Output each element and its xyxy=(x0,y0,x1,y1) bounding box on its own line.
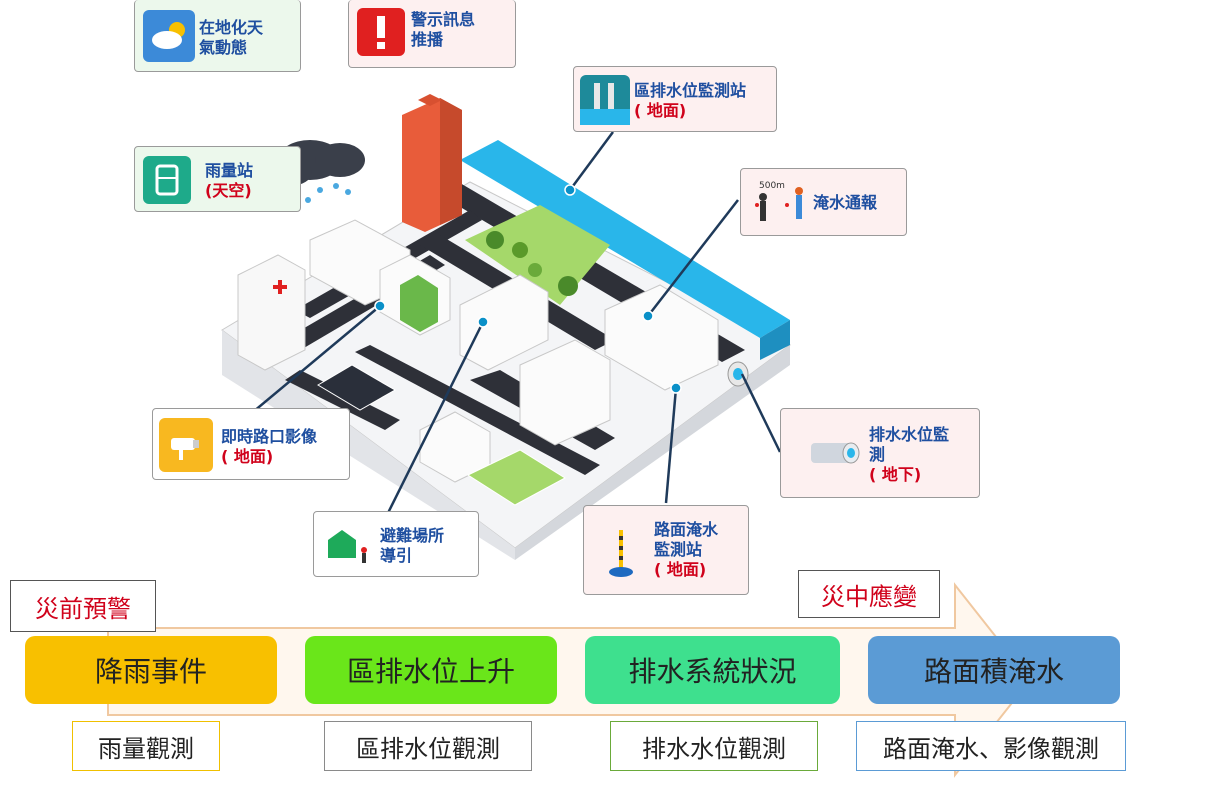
road-flood-line1: 路面淹水 xyxy=(654,520,719,539)
cctv-camera-icon xyxy=(159,418,213,472)
road-flood-line3: ( 地面) xyxy=(654,560,707,579)
district-water-line1: 區排水位監測站 xyxy=(634,81,747,100)
sensor-points xyxy=(374,184,682,394)
alert-exclamation-icon xyxy=(357,8,405,56)
district-water-callout: 區排水位監測站 ( 地面) xyxy=(573,66,777,132)
stage-road-flooding: 路面積淹水 xyxy=(868,636,1120,704)
obs-drain-water: 排水水位觀測 xyxy=(610,721,818,771)
flood-report-distance-tag: 500m xyxy=(759,181,785,191)
stage-district-water-rise: 區排水位上升 xyxy=(305,636,557,704)
weather-line2: 氣動態 xyxy=(199,38,248,57)
rain-gauge-icon xyxy=(143,156,191,204)
drain-level-line1: 排水水位監 xyxy=(869,425,950,444)
alert-line2: 推播 xyxy=(411,30,444,49)
smart-city-illustration xyxy=(221,94,791,560)
drain-level-line3: ( 地下) xyxy=(869,465,922,484)
drain-pipe-icon xyxy=(807,433,863,473)
weather-cloud-sun-icon xyxy=(143,10,195,62)
water-level-station-icon xyxy=(580,75,630,125)
shelter-line2: 導引 xyxy=(380,546,413,565)
road-flood-gauge-icon xyxy=(606,526,636,582)
green-building xyxy=(400,275,438,332)
shelter-line1: 避難場所 xyxy=(380,526,445,545)
park xyxy=(465,205,610,305)
cctv-line2: ( 地面) xyxy=(221,447,274,466)
river xyxy=(460,140,790,360)
white-buildings xyxy=(309,219,719,483)
flood-report-people-icon xyxy=(749,179,811,229)
shelter-house-icon xyxy=(324,524,374,568)
hospital-building xyxy=(237,254,306,371)
drain-pipe xyxy=(727,361,749,387)
flood-report-callout: 500m 淹水通報 xyxy=(740,168,907,236)
alert-line1: 警示訊息 xyxy=(411,10,476,29)
obs-rainfall: 雨量觀測 xyxy=(72,721,220,771)
cctv-line1: 即時路口影像 xyxy=(221,427,318,446)
road-flood-callout: 路面淹水 監測站 ( 地面) xyxy=(583,505,749,595)
road-flood-line2: 監測站 xyxy=(654,540,703,559)
stage-drain-status: 排水系統狀況 xyxy=(585,636,840,704)
stage-rainfall: 降雨事件 xyxy=(25,636,277,704)
district-water-line2: ( 地面) xyxy=(634,101,687,120)
phase-during-label: 災中應變 xyxy=(798,570,940,618)
shelter-callout: 避難場所 導引 xyxy=(313,511,479,577)
parking-lot xyxy=(317,364,397,411)
weather-callout: 在地化天 氣動態 xyxy=(134,0,301,72)
drain-level-line2: 測 xyxy=(869,445,886,464)
rain-gauge-line1: 雨量站 xyxy=(205,161,254,180)
rain-gauge-line2: (天空) xyxy=(205,181,252,200)
cctv-callout: 即時路口影像 ( 地面) xyxy=(152,408,350,480)
leader-lines xyxy=(252,131,782,514)
phase-before-label: 災前預警 xyxy=(10,580,156,632)
obs-district-water: 區排水位觀測 xyxy=(324,721,532,771)
sports-field xyxy=(466,449,566,506)
rain-gauge-callout: 雨量站 (天空) xyxy=(134,146,301,212)
drain-level-callout: 排水水位監 測 ( 地下) xyxy=(780,408,980,498)
alert-callout: 警示訊息 推播 xyxy=(348,0,516,68)
weather-line1: 在地化天 xyxy=(199,18,264,37)
obs-road-flood-image: 路面淹水、影像觀測 xyxy=(856,721,1126,771)
tall-red-building xyxy=(402,94,462,232)
flood-report-line1: 淹水通報 xyxy=(813,193,878,212)
